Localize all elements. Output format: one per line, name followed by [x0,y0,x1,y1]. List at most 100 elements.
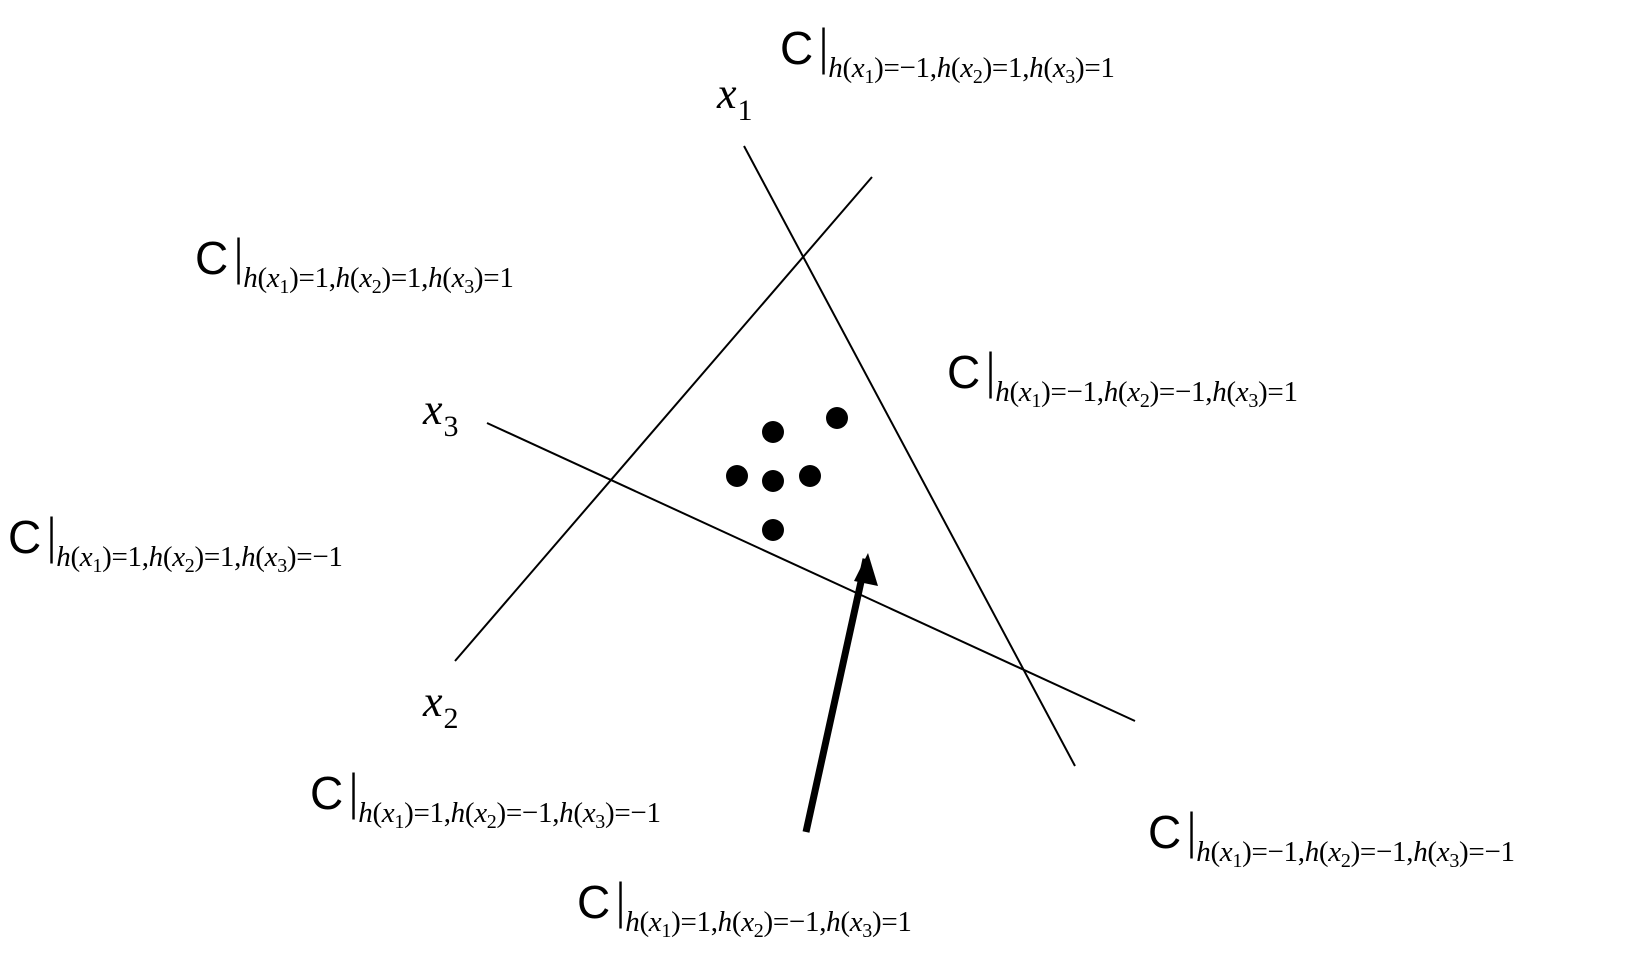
condition-fn: h [1413,836,1428,868]
region-label-pos-neg-pos: C|h(x1)=1,h(x2)=−1,h(x3)=1 [577,873,912,941]
sample-point [726,465,748,487]
line-label-x1-index: 1 [737,94,753,127]
condition-value-1: 1 [127,541,143,573]
condition-value-3: −1 [1484,836,1515,868]
condition-value-1: 1 [314,262,330,294]
condition-value-1: −1 [1267,836,1299,868]
condition-arg: x [1219,836,1233,868]
condition-fn: h [148,541,164,573]
condition-open: ( [731,906,742,938]
region-symbol: C [195,232,229,284]
condition-comma: , [1205,376,1213,408]
condition-eq: = [390,262,407,294]
condition-close: ) [1459,836,1469,868]
region-symbol: C [1148,806,1182,858]
condition-close: ) [604,797,615,829]
condition-fn: h [828,52,843,84]
condition-open: ( [1009,376,1019,408]
condition-value-2: −1 [521,797,553,829]
region-separator: | [47,508,56,564]
condition-arg: x [359,262,372,294]
condition-eq: = [1251,836,1268,868]
condition-close: ) [496,797,507,829]
condition-arg: x [1328,836,1341,868]
condition-comma: , [141,541,149,573]
condition-close: ) [871,906,882,938]
condition-eq: = [1158,376,1175,408]
condition-index: 2 [1139,390,1150,412]
condition-arg: x [1235,376,1249,408]
condition-arg: x [1436,836,1450,868]
condition-fn: h [1196,836,1211,868]
region-condition: h(x1)=1,h(x2)=1,h(x3)=−1 [56,541,343,577]
condition-value-2: 1 [406,262,422,294]
condition-close: ) [1041,376,1051,408]
condition-eq: = [296,541,313,573]
line-label-x1-var: x [717,69,737,118]
condition-comma: , [1022,52,1030,84]
condition-arg: x [266,262,280,294]
region-separator: | [819,19,828,75]
condition-fn: h [936,52,952,84]
condition-fn: h [358,797,373,829]
condition-arg: x [1052,52,1066,84]
condition-fn: h [717,906,733,938]
condition-close: ) [381,262,392,294]
region-symbol: C [577,876,611,928]
region-label-pos-neg-neg: C|h(x1)=1,h(x2)=−1,h(x3)=−1 [310,764,661,832]
condition-comma: , [443,797,451,829]
condition-index: 2 [486,811,497,833]
line-label-x2-index: 2 [443,702,459,735]
condition-open: ( [573,797,583,829]
sample-point [762,519,784,541]
condition-comma: , [929,52,937,84]
condition-open: ( [1043,52,1053,84]
condition-index: 2 [184,555,195,577]
region-symbol: C [8,511,42,563]
condition-index: 1 [92,555,103,577]
condition-index: 2 [371,276,382,298]
region-label-neg-neg-neg: C|h(x1)=−1,h(x2)=−1,h(x3)=−1 [1148,806,1515,871]
condition-eq: = [483,262,500,294]
condition-close: ) [404,797,414,829]
condition-fn: h [826,906,841,938]
condition-fn: h [56,541,71,573]
condition-value-2: 1 [1007,52,1023,84]
condition-value-1: 1 [696,906,712,938]
condition-close: ) [286,541,297,573]
condition-fn: h [995,376,1010,408]
condition-fn: h [241,541,256,573]
condition-index: 3 [1248,390,1259,412]
region-separator: | [349,764,358,820]
pointer-arrow [802,558,870,833]
condition-open: ( [255,541,265,573]
condition-value-2: 1 [219,541,235,573]
condition-arg: x [264,541,278,573]
sample-point [762,470,784,492]
condition-open: ( [1210,836,1220,868]
region-condition: h(x1)=−1,h(x2)=1,h(x3)=1 [828,52,1115,88]
condition-value-2: −1 [788,906,820,938]
region-condition: h(x1)=−1,h(x2)=−1,h(x3)=1 [995,376,1298,412]
condition-comma: , [552,797,560,829]
condition-comma: , [234,541,242,573]
condition-comma: , [710,906,718,938]
condition-close: ) [1074,52,1085,84]
condition-eq: = [881,906,898,938]
condition-arg: x [582,797,596,829]
condition-index: 3 [1449,850,1460,872]
condition-index: 1 [394,811,405,833]
condition-fn: h [428,262,443,294]
region-separator: | [616,873,625,929]
condition-close: ) [102,541,112,573]
condition-fn: h [1029,52,1044,84]
sample-point [799,465,821,487]
sample-point [762,421,784,443]
condition-fn: h [450,797,466,829]
condition-fn: h [1103,376,1119,408]
condition-value-2: −1 [1375,836,1407,868]
condition-index: 2 [1340,850,1351,872]
condition-open: ( [1226,376,1236,408]
condition-index: 1 [279,276,290,298]
